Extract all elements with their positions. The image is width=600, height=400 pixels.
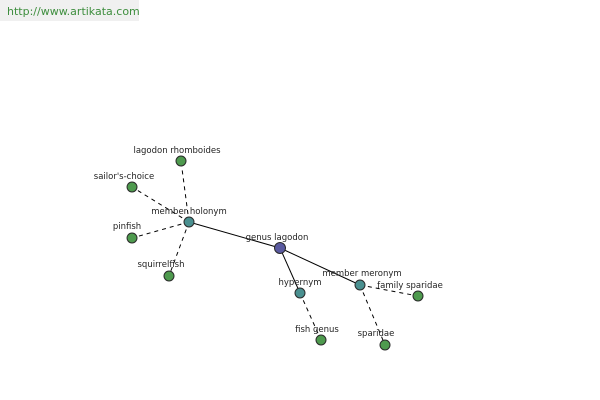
edge-genus-lagodon-to-member-holonym bbox=[188, 221, 281, 249]
node-label-sailors-choice[interactable]: sailor's-choice bbox=[94, 172, 154, 182]
node-label-lagodon-rhomboides[interactable]: lagodon rhomboides bbox=[133, 146, 221, 156]
node-label-hypernym[interactable]: hypernym bbox=[278, 278, 321, 288]
node-member-holonym[interactable] bbox=[183, 216, 195, 228]
node-hypernym[interactable] bbox=[294, 287, 306, 299]
node-lagodon-rhomboides[interactable] bbox=[175, 155, 187, 167]
edge-member-holonym-to-lagodon-rhomboides bbox=[180, 160, 190, 223]
node-genus-lagodon[interactable] bbox=[274, 242, 286, 254]
edge-member-meronym-to-sparidae bbox=[359, 284, 386, 346]
edge-member-holonym-to-pinfish bbox=[131, 221, 190, 239]
edge-member-meronym-to-family-sparidae bbox=[359, 284, 419, 297]
node-label-fish-genus[interactable]: fish genus bbox=[295, 325, 339, 335]
node-fish-genus[interactable] bbox=[315, 334, 327, 346]
edge-genus-lagodon-to-member-meronym bbox=[279, 247, 361, 286]
nodes-layer bbox=[126, 155, 424, 351]
node-sailors-choice[interactable] bbox=[126, 181, 138, 193]
node-sparidae[interactable] bbox=[379, 339, 391, 351]
labels-layer: genus lagodon member holonym hypernymmembe… bbox=[94, 146, 443, 339]
edge-genus-lagodon-to-hypernym bbox=[279, 247, 301, 294]
node-label-genus-lagodon[interactable]: genus lagodon bbox=[246, 233, 309, 243]
node-label-pinfish[interactable]: pinfish bbox=[113, 222, 141, 232]
node-label-squirrelfish[interactable]: squirrelfish bbox=[138, 260, 185, 270]
node-label-member-holonym[interactable]: member holonym bbox=[151, 207, 226, 217]
node-label-family-sparidae[interactable]: family sparidae bbox=[377, 281, 443, 291]
node-label-member-meronym[interactable]: member meronym bbox=[322, 269, 401, 279]
edges-layer bbox=[131, 160, 419, 346]
node-label-sparidae[interactable]: sparidae bbox=[358, 329, 395, 339]
edge-member-holonym-to-sailors-choice bbox=[131, 186, 190, 223]
node-member-meronym[interactable] bbox=[354, 279, 366, 291]
node-squirrelfish[interactable] bbox=[163, 270, 175, 282]
node-pinfish[interactable] bbox=[126, 232, 138, 244]
edge-hypernym-to-fish-genus bbox=[299, 292, 322, 341]
node-family-sparidae[interactable] bbox=[412, 290, 424, 302]
edge-member-holonym-to-squirrelfish bbox=[168, 221, 190, 277]
site-url-link[interactable]: http://www.artikata.com bbox=[0, 0, 140, 21]
